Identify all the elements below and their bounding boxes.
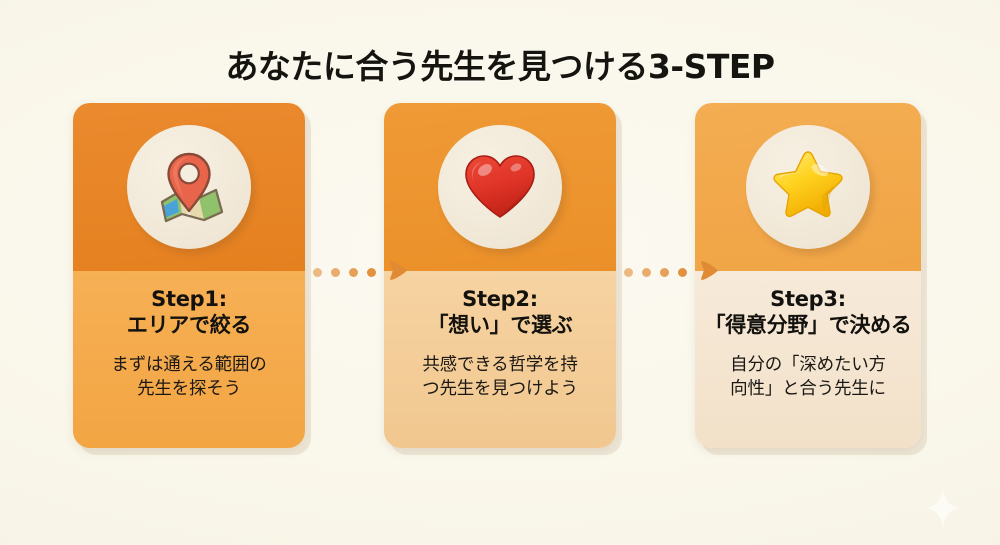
step-card-2-text-panel: Step2: 「想い」で選ぶ 共感できる哲学を持 つ先生を見つけよう — [384, 271, 616, 448]
step-card-2-icon-disc — [438, 125, 562, 249]
step-card-2[interactable]: Step2: 「想い」で選ぶ 共感できる哲学を持 つ先生を見つけよう — [384, 103, 616, 448]
connector-step2-to-step3 — [624, 260, 721, 284]
map-pin-icon — [146, 144, 232, 230]
step-card-1-heading-line2: エリアで絞る — [126, 312, 252, 337]
step-card-3-text-panel: Step3: 「得意分野」で決める 自分の「深めたい方 向性」と合う先生に — [695, 271, 921, 448]
step-card-3-icon-disc — [746, 125, 870, 249]
step-card-2-icon-panel — [384, 103, 616, 271]
connector-dot — [313, 267, 322, 277]
steps-row: Step1: エリアで絞る まずは通える範囲の 先生を探そう — [0, 103, 1000, 453]
step-card-1-icon-disc — [127, 125, 251, 249]
right-arrow-icon — [696, 258, 721, 287]
step-card-3-heading-line2: 「得意分野」で決める — [704, 312, 912, 337]
step-card-1-icon-panel — [73, 103, 305, 271]
sparkle-icon — [926, 488, 960, 532]
step-card-1-heading-line1: Step1: — [151, 287, 227, 311]
step-card-1[interactable]: Step1: エリアで絞る まずは通える範囲の 先生を探そう — [73, 103, 305, 448]
right-arrow-icon — [385, 258, 410, 287]
connector-dot — [331, 267, 340, 277]
connector-dot — [349, 267, 358, 277]
step-card-2-desc-line2: つ先生を見つけよう — [422, 379, 578, 400]
star-icon — [764, 143, 852, 231]
step-card-1-heading: Step1: エリアで絞る — [73, 287, 305, 338]
step-card-2-heading: Step2: 「想い」で選ぶ — [384, 287, 616, 338]
step-card-3-desc-line2: 向性」と合う先生に — [730, 379, 886, 400]
page-title-area: あなたに合う先生を見つける3-STEP — [0, 18, 1000, 110]
heart-icon — [458, 145, 542, 229]
step-card-2-description: 共感できる哲学を持 つ先生を見つけよう — [384, 353, 616, 401]
step-card-3[interactable]: Step3: 「得意分野」で決める 自分の「深めたい方 向性」と合う先生に — [695, 103, 921, 448]
step-card-1-text-panel: Step1: エリアで絞る まずは通える範囲の 先生を探そう — [73, 271, 305, 448]
page-title: あなたに合う先生を見つける3-STEP — [225, 47, 775, 87]
step-card-1-description: まずは通える範囲の 先生を探そう — [73, 353, 305, 401]
step-card-3-desc-line1: 自分の「深めたい方 — [730, 355, 886, 376]
connector-dot — [660, 267, 669, 277]
step-card-2-heading-line1: Step2: — [462, 287, 538, 311]
connector-step1-to-step2 — [313, 260, 410, 284]
connector-dot — [624, 267, 633, 277]
step-card-3-description: 自分の「深めたい方 向性」と合う先生に — [695, 353, 921, 401]
step-card-2-desc-line1: 共感できる哲学を持 — [422, 355, 578, 376]
connector-dot — [642, 267, 651, 277]
step-card-1-desc-line1: まずは通える範囲の — [111, 355, 267, 376]
step-card-3-heading: Step3: 「得意分野」で決める — [695, 287, 921, 338]
step-card-3-heading-line1: Step3: — [770, 287, 846, 311]
step-card-3-icon-panel — [695, 103, 921, 271]
connector-dot — [367, 267, 376, 277]
connector-dot — [678, 267, 687, 277]
step-card-2-heading-line2: 「想い」で選ぶ — [427, 312, 573, 337]
step-card-1-desc-line2: 先生を探そう — [137, 379, 241, 400]
